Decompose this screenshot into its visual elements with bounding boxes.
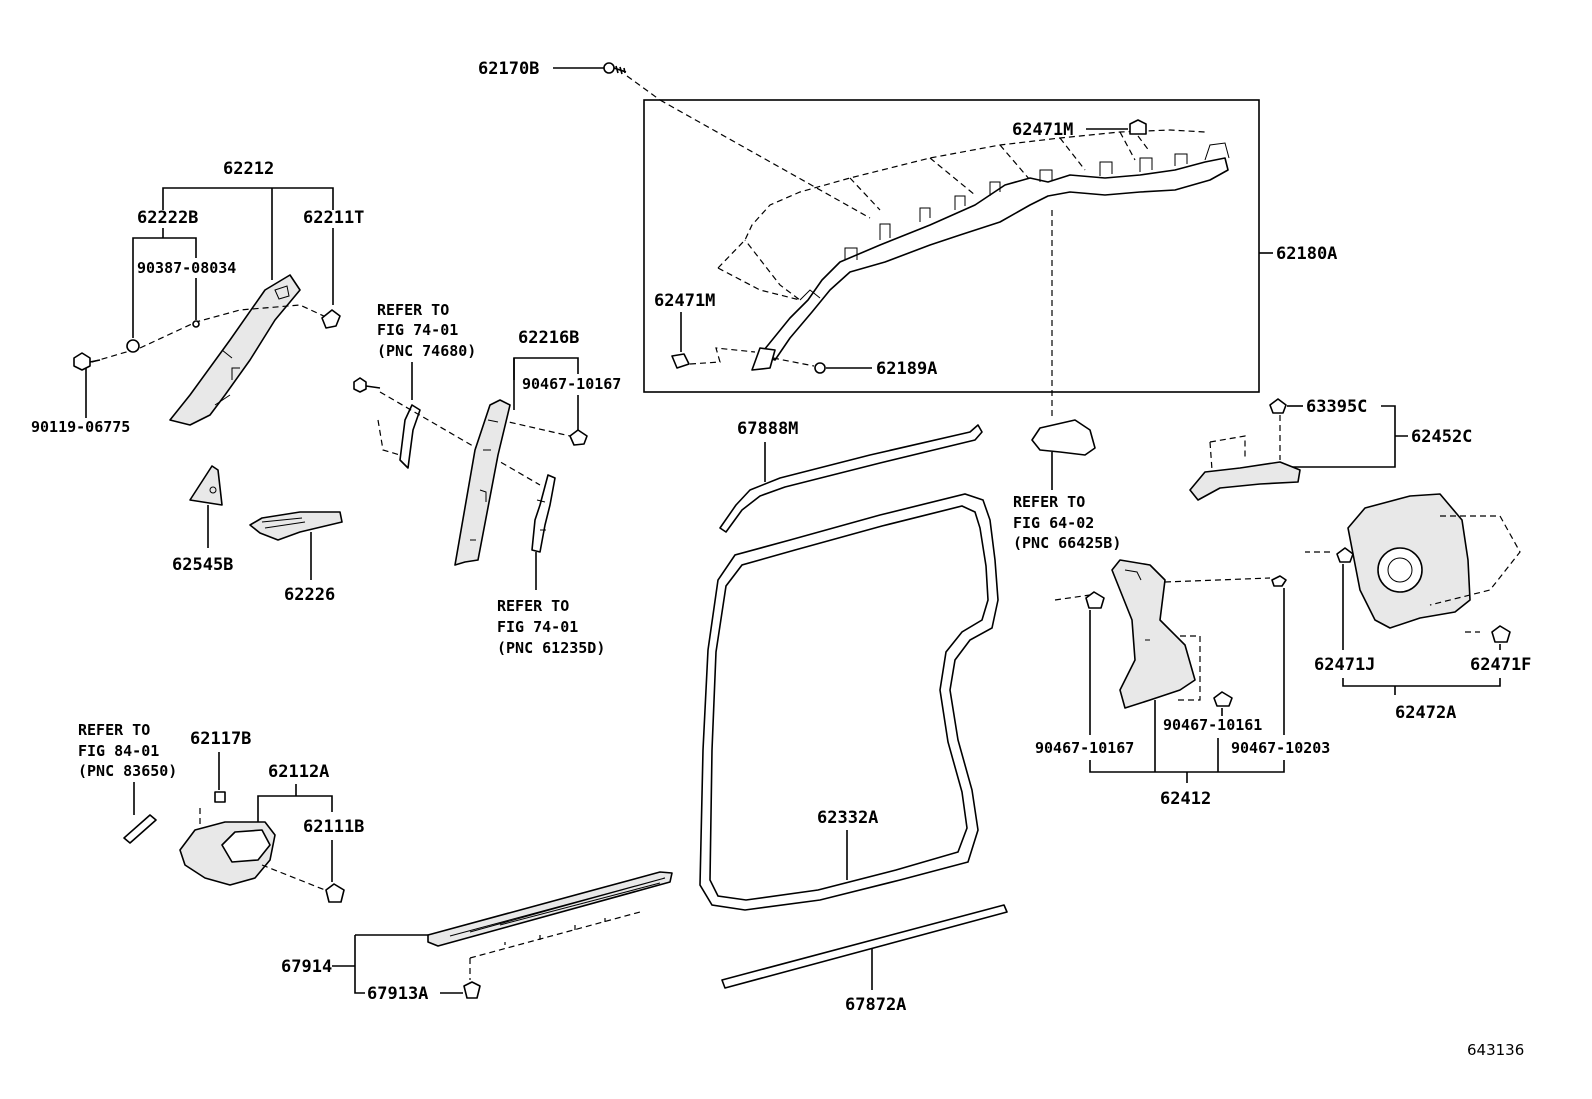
a-pillar-garnish-62212 [169,274,301,426]
b-pillar-garnish-62216b [454,399,511,566]
airbag-group-box [643,99,1260,393]
label-62472a[interactable]: 62472A [1395,703,1456,723]
label-62180a[interactable]: 62180A [1276,244,1337,264]
label-67914[interactable]: 67914 [281,957,332,977]
clip-62111b-icon [325,883,345,903]
label-90467-10161[interactable]: 90467-10161 [1163,716,1262,734]
label-67913a[interactable]: 67913A [367,984,428,1004]
clip-63395c-icon [1269,398,1287,414]
clip-62211t-icon [321,309,341,329]
ref1-line1[interactable]: REFER TO [377,301,449,319]
clip-67913a-icon [463,981,481,999]
label-67872a[interactable]: 67872A [845,995,906,1015]
ref3-line3[interactable]: (PNC 66425B) [1013,534,1121,552]
pin-83650-icon [123,814,157,844]
strip-67872a [721,904,1008,989]
clip-62471f-icon [1491,625,1511,643]
cover-62226 [249,511,343,541]
label-62170b[interactable]: 62170B [478,59,539,79]
ref3-line1[interactable]: REFER TO [1013,493,1085,511]
clip-90387-icon [192,320,200,328]
label-90467-10167-a[interactable]: 90467-10167 [522,375,621,393]
label-90467-10203[interactable]: 90467-10203 [1231,739,1330,757]
label-90467-10167-b[interactable]: 90467-10167 [1035,739,1134,757]
ref4-line1[interactable]: REFER TO [78,721,150,739]
label-62112a[interactable]: 62112A [268,762,329,782]
clip-90467-10203-icon [1271,575,1287,587]
figure-number: 643136 [1467,1041,1524,1059]
clip-90467-10167-b-icon [1085,591,1105,609]
ref2-line2[interactable]: FIG 74-01 [497,618,578,636]
label-62332a[interactable]: 62332A [817,808,878,828]
clip-90467-10161-icon [1213,691,1233,707]
clip-62471m-top-icon [1129,119,1147,135]
label-62471f[interactable]: 62471F [1470,655,1531,675]
label-62189a[interactable]: 62189A [876,359,937,379]
bracket-66425b [1031,419,1096,456]
label-90119-06775[interactable]: 90119-06775 [31,418,130,436]
ref1-line3[interactable]: (PNC 74680) [377,342,476,360]
ref2-line1[interactable]: REFER TO [497,597,569,615]
strip-67888m [719,424,983,533]
bracket-61235d [531,474,556,553]
label-62211t[interactable]: 62211T [303,208,364,228]
clip-62189a-icon [814,362,826,374]
bolt-62170b-icon [603,62,627,75]
label-63395c[interactable]: 63395C [1306,397,1367,417]
clip-62471m-left-icon [671,353,690,369]
ref2-line3[interactable]: (PNC 61235D) [497,639,605,657]
ref4-line3[interactable]: (PNC 83650) [78,762,177,780]
label-90387-08034[interactable]: 90387-08034 [137,259,236,277]
label-62226[interactable]: 62226 [284,585,335,605]
ref3-line2[interactable]: FIG 64-02 [1013,514,1094,532]
label-62412[interactable]: 62412 [1160,789,1211,809]
label-62117b[interactable]: 62117B [190,729,251,749]
clip-62222b-icon [126,339,140,353]
clip-90467-10167-a-icon [569,429,588,446]
trim-62112a [179,821,276,886]
label-62212[interactable]: 62212 [223,159,274,179]
bolt-ref74680-icon [353,377,381,393]
garnish-62472a [1347,493,1471,629]
bracket-74680 [399,404,421,469]
bolt-90119-06775-icon [73,352,101,371]
label-62216b[interactable]: 62216B [518,328,579,348]
label-62545b[interactable]: 62545B [172,555,233,575]
label-62471m-left[interactable]: 62471M [654,291,715,311]
clip-62471j-icon [1336,547,1354,563]
label-62452c[interactable]: 62452C [1411,427,1472,447]
nut-62117b-icon [214,791,226,803]
ref4-line2[interactable]: FIG 84-01 [78,742,159,760]
door-weatherstrip-62332a [699,493,999,911]
curtain-airbag-62180a [717,129,1230,371]
garnish-62412 [1111,559,1196,709]
label-67888m[interactable]: 67888M [737,419,798,439]
label-62471j[interactable]: 62471J [1314,655,1375,675]
scuff-plate-67914 [427,871,673,947]
ref1-line2[interactable]: FIG 74-01 [377,321,458,339]
bracket-62545b [189,465,223,506]
label-62111b[interactable]: 62111B [303,817,364,837]
garnish-62452c [1189,461,1301,501]
label-62222b[interactable]: 62222B [137,208,198,228]
label-62471m-top[interactable]: 62471M [1012,120,1073,140]
